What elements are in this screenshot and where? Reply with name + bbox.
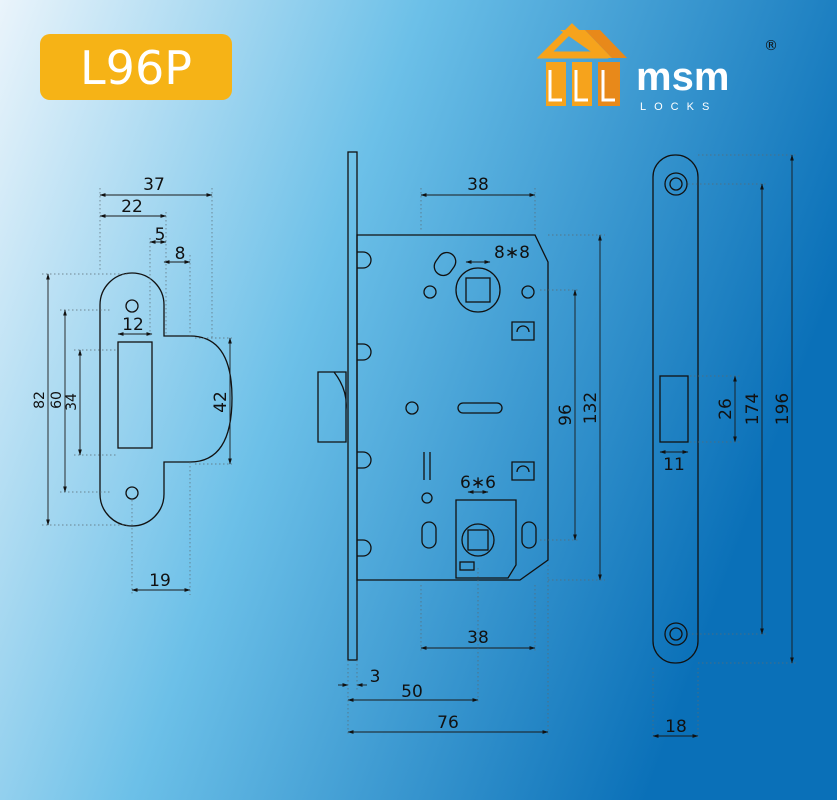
dim-8: 8 <box>175 244 186 264</box>
model-label: L96P <box>80 41 192 95</box>
dim-bottom-38: 38 <box>467 628 489 648</box>
faceplate-screw-top-outer <box>664 172 688 196</box>
brand-logo: msm LOCKS ® <box>536 23 778 113</box>
case-slot-top <box>433 251 457 277</box>
dim-76: 76 <box>437 713 459 733</box>
model-badge: L96P <box>40 34 232 100</box>
faceplate-screw-top-inner <box>669 177 683 191</box>
dim-96: 96 <box>556 404 576 426</box>
case-slot-lower-right <box>521 521 537 549</box>
strike-plate-outline <box>99 272 233 527</box>
faceplate-screw-bottom-outer <box>664 622 688 646</box>
strike-screw-hole-bottom <box>125 486 139 500</box>
latch-guide-top <box>511 321 535 341</box>
dim-11: 11 <box>663 455 685 475</box>
dim-60: 60 <box>49 391 65 409</box>
faceplate-latch-opening <box>659 375 689 443</box>
lock-case-outline <box>356 234 549 581</box>
dim-bottom-spindle-6x6: 6∗6 <box>460 473 496 493</box>
brand-subtitle: LOCKS <box>640 101 717 113</box>
dim-5: 5 <box>155 225 166 245</box>
dim-42: 42 <box>211 391 231 413</box>
spindle-square-6x6 <box>467 529 489 551</box>
strike-plate-slot <box>117 341 153 449</box>
case-lug-2 <box>357 343 372 361</box>
registered-mark: ® <box>764 38 778 54</box>
spindle-hub-upper <box>455 267 501 313</box>
latch-bolt <box>317 371 347 443</box>
model-badge-bg <box>40 34 232 100</box>
faceplate-outline <box>652 154 699 664</box>
dim-174: 174 <box>743 393 763 425</box>
faceplate-screw-bottom-inner <box>669 627 683 641</box>
dim-37: 37 <box>143 175 165 195</box>
case-hole-lower <box>421 492 433 504</box>
dim-18: 18 <box>665 717 687 737</box>
case-lug-4 <box>357 539 372 557</box>
dim-12: 12 <box>122 315 144 335</box>
case-lug-3 <box>357 451 372 469</box>
strike-plate-view: 37 22 5 8 12 19 82 60 34 42 <box>32 175 233 595</box>
dim-19: 19 <box>149 571 171 591</box>
dim-3: 3 <box>370 667 381 687</box>
case-screw-mid <box>405 401 419 415</box>
dim-26: 26 <box>716 398 736 420</box>
case-slot-lower-left <box>421 521 437 549</box>
spindle-square-8x8 <box>465 277 491 303</box>
case-hole-left <box>423 285 437 299</box>
house-logo-icon <box>536 23 627 106</box>
latch-guide-bottom <box>511 461 535 481</box>
case-lug-1 <box>357 251 372 269</box>
brand-name: msm <box>636 55 729 99</box>
dim-196: 196 <box>773 393 793 425</box>
dim-spindle-8x8: 8∗8 <box>494 243 530 263</box>
case-slot-mid <box>457 402 503 414</box>
lever-pin <box>423 452 431 480</box>
dim-34: 34 <box>64 393 80 411</box>
faceplate-view: 26 174 196 11 18 <box>652 154 797 740</box>
spindle-hub-lower <box>461 523 495 557</box>
case-hole-right <box>521 285 535 299</box>
dim-82: 82 <box>32 391 48 409</box>
dim-132: 132 <box>581 392 601 424</box>
bottom-tab <box>459 561 475 571</box>
bottom-spindle-housing <box>455 499 517 579</box>
dim-top-38: 38 <box>467 175 489 195</box>
lock-body-view: 38 8∗8 6∗6 96 132 38 3 50 76 <box>317 151 605 736</box>
dim-22: 22 <box>121 197 143 217</box>
strike-screw-hole-top <box>125 299 139 313</box>
dim-50: 50 <box>401 682 423 702</box>
